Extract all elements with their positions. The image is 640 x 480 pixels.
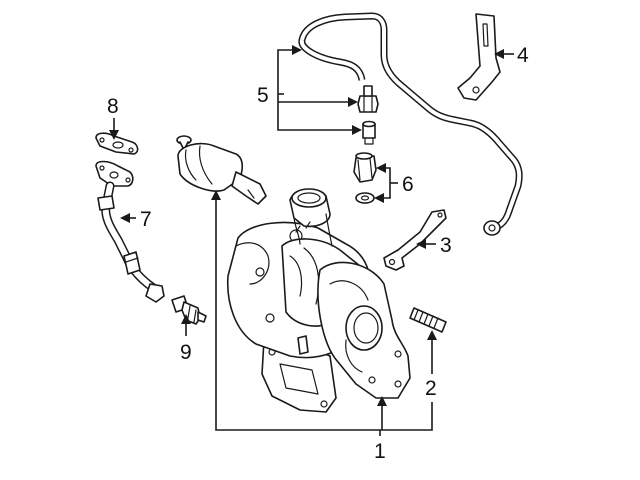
- leader-lines: [113, 49, 514, 436]
- arrowhead: [374, 193, 384, 203]
- arrowhead: [377, 396, 387, 406]
- turbocharger-assembly: [226, 188, 411, 413]
- arrowhead: [181, 314, 191, 324]
- arrowhead: [376, 163, 386, 173]
- callout-7: 7: [140, 208, 152, 231]
- arrowhead: [416, 239, 426, 249]
- stud: [409, 307, 447, 333]
- callout-9: 9: [180, 341, 192, 364]
- arrowhead: [211, 190, 221, 200]
- callout-8: 8: [107, 95, 119, 118]
- union-fitting: [353, 152, 377, 183]
- oil-line-tube: [298, 12, 523, 236]
- callout-6: 6: [402, 173, 414, 196]
- banjo-fitting: [357, 85, 379, 113]
- gasket: [95, 132, 139, 155]
- washer: [355, 192, 375, 204]
- connector-fitting: [171, 295, 207, 325]
- arrowhead: [352, 125, 362, 135]
- fitting-bolt: [362, 120, 376, 145]
- heat-shield-bracket: [383, 209, 447, 271]
- arrowhead: [348, 97, 358, 107]
- arrowhead: [292, 45, 302, 55]
- arrowhead: [427, 330, 437, 340]
- bracket: [457, 13, 501, 101]
- callout-2: 2: [425, 377, 437, 400]
- callout-3: 3: [440, 234, 452, 257]
- callout-5: 5: [257, 84, 269, 107]
- arrowhead: [494, 49, 504, 59]
- arrowheads: [109, 45, 504, 406]
- wastegate-actuator: [176, 135, 267, 205]
- arrowhead: [109, 130, 119, 140]
- oil-feed-pipe: [95, 160, 165, 303]
- arrowhead: [120, 213, 130, 223]
- callout-4: 4: [517, 44, 529, 67]
- callout-1: 1: [374, 440, 386, 463]
